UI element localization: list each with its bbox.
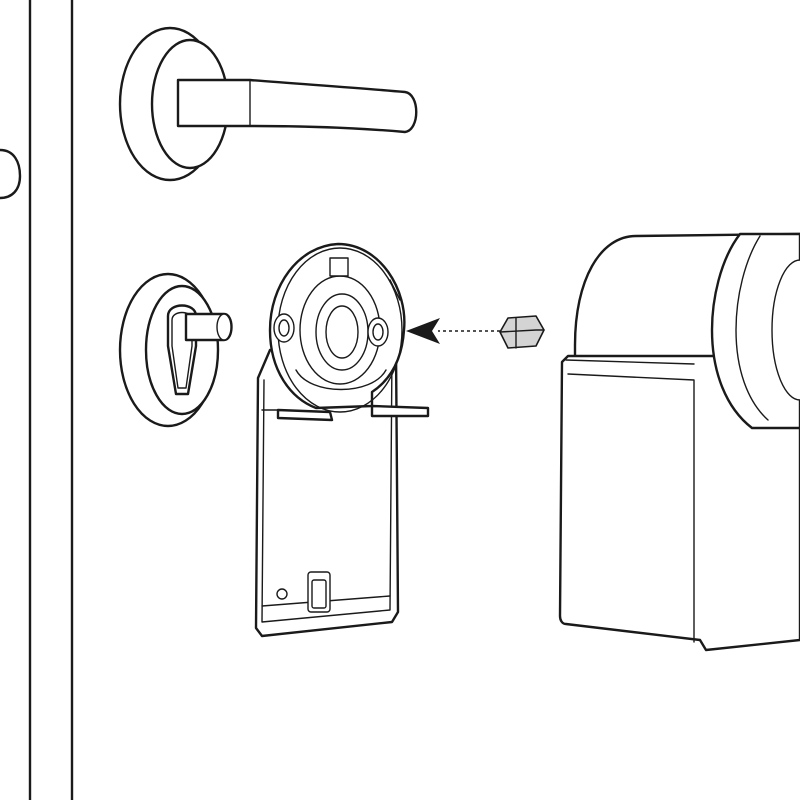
door-handle-icon [118,26,418,182]
hex-nut-icon [499,315,545,349]
smart-lock-icon [558,232,800,652]
door-edge-icon [0,0,74,800]
mounting-plate-icon [254,242,430,638]
euro-cylinder-icon [118,272,233,428]
insert-direction-arrow [406,318,500,344]
